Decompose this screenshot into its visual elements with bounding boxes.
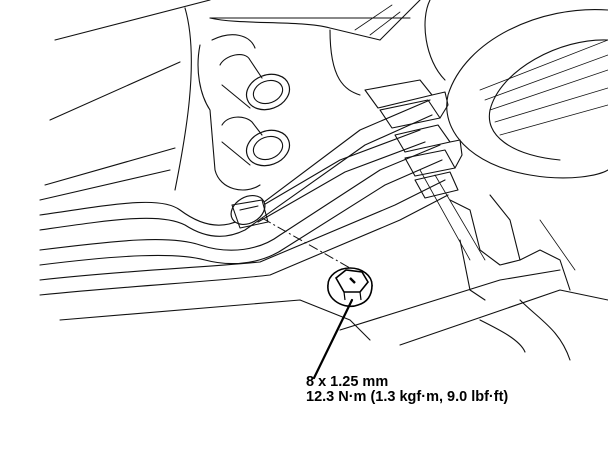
coolant-nozzles [197, 34, 291, 191]
torque-spec: 12.3 N·m (1.3 kgf·m, 9.0 lbf·ft) [306, 389, 509, 405]
line-clip [230, 194, 269, 229]
lower-frame [59, 169, 608, 361]
housing-outline [39, 0, 446, 201]
installation-centerline [261, 217, 351, 269]
line-bundle [39, 99, 449, 296]
bolt-size-spec: 8 x 1.25 mm [306, 374, 389, 390]
leader-line [312, 298, 354, 380]
flange-bolt [327, 267, 373, 307]
round-boss [446, 8, 608, 179]
line-connectors [364, 79, 463, 199]
